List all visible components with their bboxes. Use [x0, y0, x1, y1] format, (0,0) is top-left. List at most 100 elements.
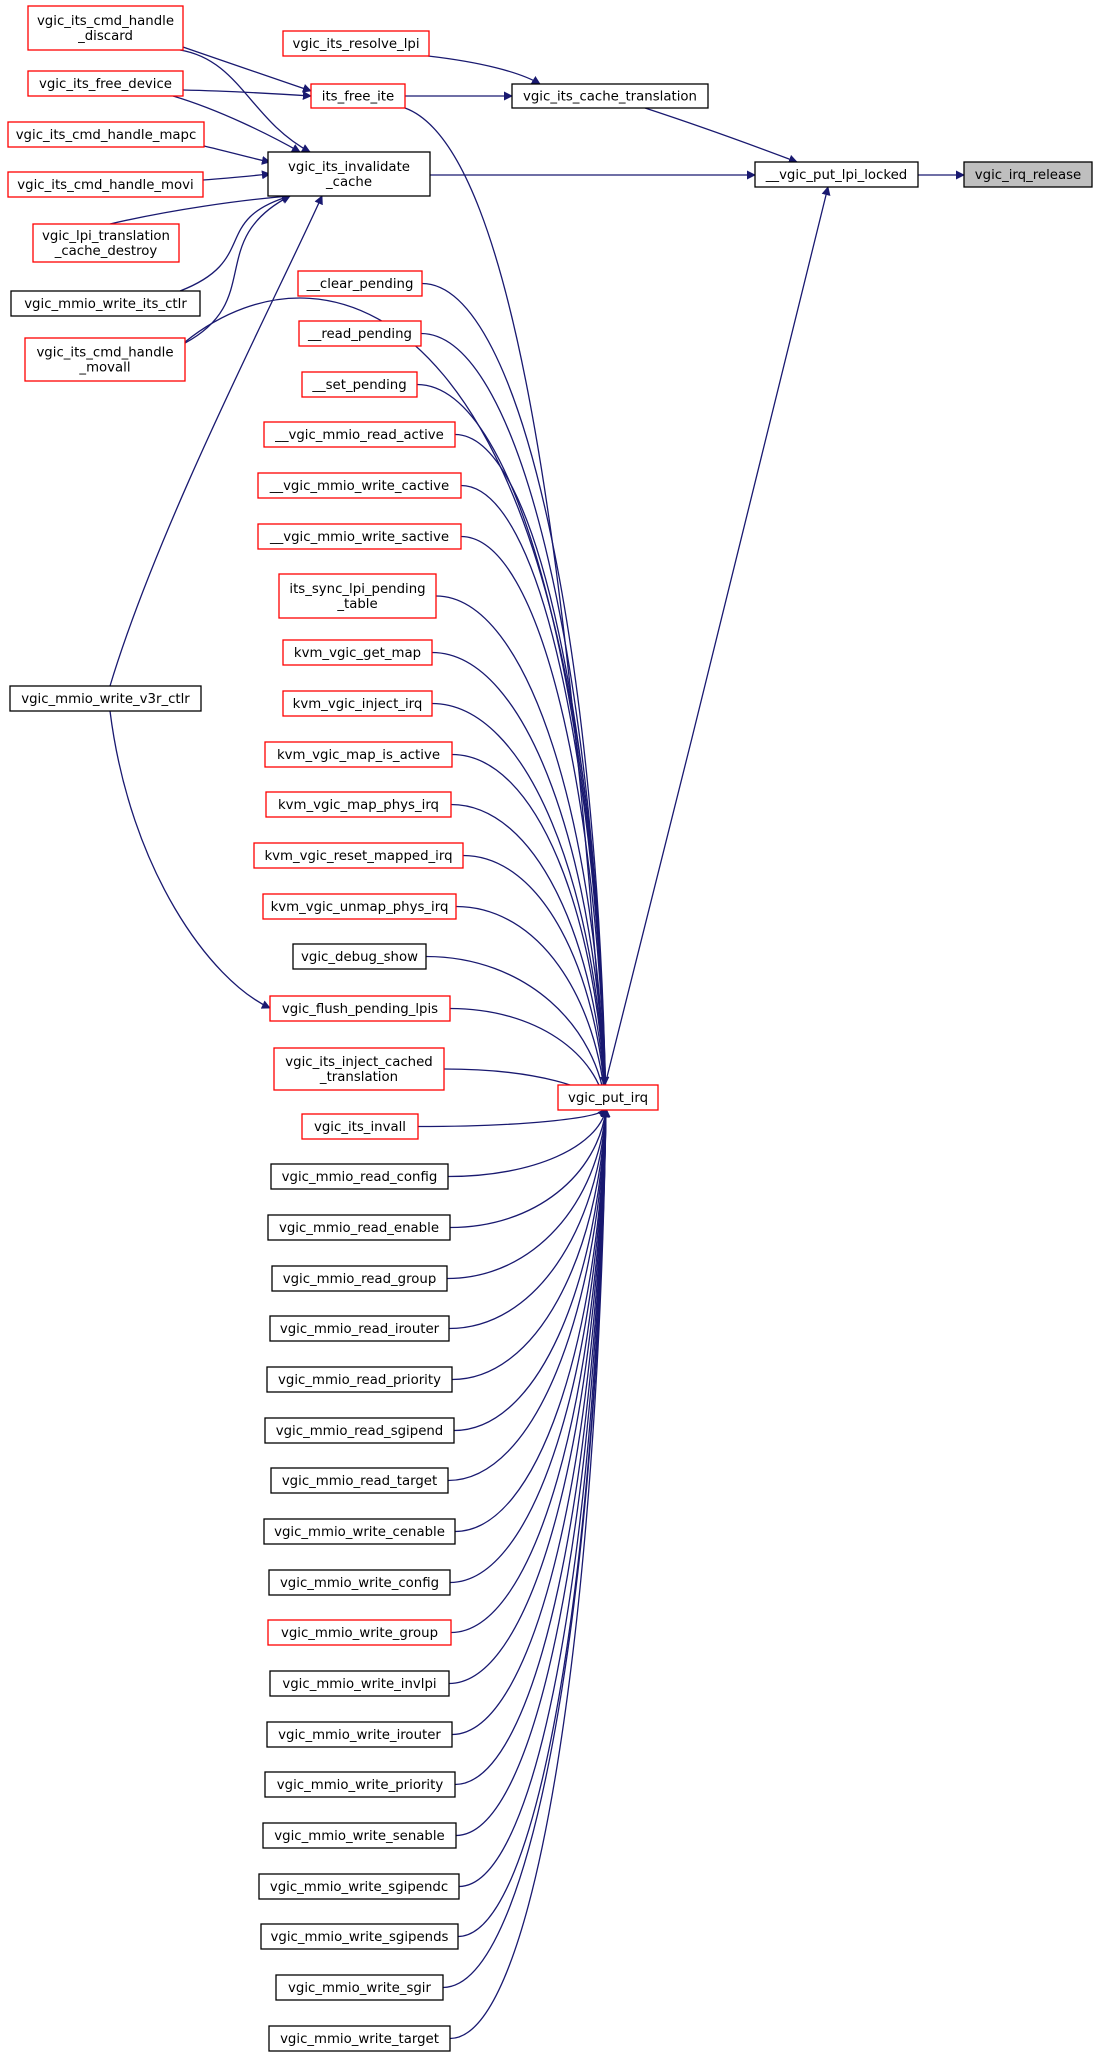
edge-vgic_debug_show-to-vgic_put_irq [425, 955, 610, 1110]
node-vgic_its_resolve_lpi[interactable]: vgic_its_resolve_lpi [282, 30, 430, 57]
node-vgic_irq_release[interactable]: vgic_irq_release [963, 161, 1093, 188]
node-vgic_mmio_write_sgipends[interactable]: vgic_mmio_write_sgipends [260, 1923, 459, 1950]
node-box [263, 421, 456, 448]
node-box [282, 30, 430, 57]
node-label: vgic_mmio_write_group [281, 1626, 438, 1641]
node-vgic_mmio_write_sgipendc[interactable]: vgic_mmio_write_sgipendc [258, 1873, 460, 1900]
node-its_sync_lpi_pending_table[interactable]: its_sync_lpi_pending_table [278, 573, 437, 619]
node-box [282, 690, 433, 717]
node-vgic_its_cmd_handle_movi[interactable]: vgic_its_cmd_handle_movi [7, 171, 204, 198]
node-kvm_vgic_map_phys_irq[interactable]: kvm_vgic_map_phys_irq [265, 791, 452, 818]
node-vgic_mmio_read_enable[interactable]: vgic_mmio_read_enable [267, 1214, 451, 1241]
node-box [269, 1670, 450, 1697]
node-vgic_flush_pending_lpis[interactable]: vgic_flush_pending_lpis [269, 995, 451, 1022]
node-label: kvm_vgic_unmap_phys_irq [271, 900, 449, 915]
node-vgic_mmio_write_sactive[interactable]: __vgic_mmio_write_sactive [257, 523, 462, 550]
node-vgic_debug_show[interactable]: vgic_debug_show [292, 943, 427, 970]
nodes: vgic_irq_release__vgic_put_lpi_lockedvgi… [7, 5, 1093, 2052]
edge-vgic_its_free_device-to-vgic_its_invalidate_cache [172, 95, 301, 153]
node-vgic_mmio_read_group[interactable]: vgic_mmio_read_group [271, 1265, 448, 1292]
node-box [271, 1265, 448, 1292]
node-label: __vgic_put_lpi_locked [765, 168, 907, 183]
node-vgic_mmio_write_config[interactable]: vgic_mmio_write_config [268, 1569, 451, 1596]
node-box [275, 1974, 444, 2001]
node-box [273, 1047, 445, 1091]
node-kvm_vgic_get_map[interactable]: kvm_vgic_get_map [282, 639, 433, 666]
node-kvm_vgic_unmap_phys_irq[interactable]: kvm_vgic_unmap_phys_irq [262, 893, 457, 920]
node-vgic_put_irq[interactable]: vgic_put_irq [557, 1084, 659, 1111]
node-box [267, 151, 431, 197]
node-vgic_mmio_read_priority[interactable]: vgic_mmio_read_priority [266, 1366, 453, 1393]
node-clear_pending[interactable]: __clear_pending [297, 270, 423, 297]
edge-kvm_vgic_get_map-to-vgic_put_irq [431, 651, 611, 1110]
edge-vgic_its_cmd_handle_discard-to-its_free_ite [179, 45, 312, 93]
node-vgic_mmio_read_active[interactable]: __vgic_mmio_read_active [263, 421, 456, 448]
node-label: vgic_its_cmd_handle [37, 14, 174, 29]
node-read_pending[interactable]: __read_pending [298, 320, 422, 347]
node-box [262, 1822, 457, 1849]
node-label: vgic_mmio_read_target [282, 1474, 437, 1489]
node-box [9, 685, 202, 712]
node-vgic_its_cmd_handle_discard[interactable]: vgic_its_cmd_handle_discard [27, 5, 184, 51]
node-vgic_its_cmd_handle_mapc[interactable]: vgic_its_cmd_handle_mapc [7, 121, 205, 148]
node-label: vgic_its_cmd_handle [36, 346, 173, 361]
node-label: vgic_its_invalidate [288, 160, 410, 175]
edge-vgic_its_cache_translation-to-vgic_put_lpi_locked [644, 107, 798, 164]
node-vgic_mmio_write_group[interactable]: vgic_mmio_write_group [267, 1619, 452, 1646]
node-set_pending[interactable]: __set_pending [301, 371, 418, 398]
node-box [264, 1771, 456, 1798]
node-vgic_mmio_write_cactive[interactable]: __vgic_mmio_write_cactive [257, 472, 462, 499]
edge-vgic_mmio_read_enable-to-vgic_put_irq [449, 1108, 610, 1229]
node-vgic_mmio_write_irouter[interactable]: vgic_mmio_write_irouter [266, 1721, 453, 1748]
edge-vgic_mmio_read_irouter-to-vgic_put_irq [448, 1108, 610, 1330]
node-vgic_mmio_read_sgipend[interactable]: vgic_mmio_read_sgipend [264, 1417, 455, 1444]
node-box [257, 472, 462, 499]
edge-vgic_its_cmd_handle_discard-to-vgic_its_invalidate_cache [179, 49, 311, 153]
node-vgic_put_lpi_locked[interactable]: __vgic_put_lpi_locked [754, 161, 919, 188]
node-kvm_vgic_inject_irq[interactable]: kvm_vgic_inject_irq [282, 690, 433, 717]
node-label: _cache [325, 175, 372, 190]
node-box [297, 270, 423, 297]
node-label: __vgic_mmio_read_active [274, 428, 444, 443]
node-vgic_mmio_write_its_ctlr[interactable]: vgic_mmio_write_its_ctlr [10, 290, 201, 317]
node-label: vgic_mmio_write_sgipends [271, 1930, 449, 1945]
node-vgic_mmio_write_invlpi[interactable]: vgic_mmio_write_invlpi [269, 1670, 450, 1697]
node-vgic_its_inject_cached_translation[interactable]: vgic_its_inject_cached_translation [273, 1047, 445, 1091]
node-label: vgic_debug_show [301, 950, 418, 965]
node-vgic_its_invalidate_cache[interactable]: vgic_its_invalidate_cache [267, 151, 431, 197]
node-vgic_its_free_device[interactable]: vgic_its_free_device [27, 70, 184, 97]
node-its_free_ite[interactable]: its_free_ite [310, 83, 406, 109]
node-kvm_vgic_reset_mapped_irq[interactable]: kvm_vgic_reset_mapped_irq [253, 842, 464, 869]
node-vgic_its_cache_translation[interactable]: vgic_its_cache_translation [511, 83, 709, 109]
node-box [27, 70, 184, 97]
edge-its_sync_lpi_pending_table-to-vgic_put_irq [435, 595, 611, 1110]
node-vgic_mmio_write_senable[interactable]: vgic_mmio_write_senable [262, 1822, 457, 1849]
node-kvm_vgic_map_is_active[interactable]: kvm_vgic_map_is_active [264, 741, 453, 768]
node-label: vgic_mmio_read_enable [279, 1221, 439, 1236]
node-label: __vgic_mmio_write_sactive [269, 530, 449, 545]
node-label: vgic_mmio_read_group [283, 1272, 437, 1287]
node-label: kvm_vgic_inject_irq [293, 697, 423, 712]
edge-vgic_its_invall-to-vgic_put_irq [417, 1108, 607, 1128]
node-box [557, 1084, 659, 1111]
node-vgic_mmio_write_priority[interactable]: vgic_mmio_write_priority [264, 1771, 456, 1798]
edge-vgic_mmio_write_invlpi-to-vgic_put_irq [448, 1108, 611, 1685]
node-box [24, 337, 186, 382]
node-vgic_mmio_read_config[interactable]: vgic_mmio_read_config [270, 1163, 449, 1190]
node-box [267, 1619, 452, 1646]
node-vgic_its_cmd_handle_movall[interactable]: vgic_its_cmd_handle_movall [24, 337, 186, 382]
edge-vgic_mmio_write_sactive-to-vgic_put_irq [460, 535, 611, 1110]
node-vgic_mmio_write_target[interactable]: vgic_mmio_write_target [268, 2025, 451, 2052]
node-label: kvm_vgic_map_phys_irq [278, 798, 439, 813]
node-vgic_its_invall[interactable]: vgic_its_invall [301, 1113, 419, 1140]
edge-vgic_its_resolve_lpi-to-vgic_its_cache_translation [427, 55, 541, 85]
node-vgic_mmio_write_v3r_ctlr[interactable]: vgic_mmio_write_v3r_ctlr [9, 685, 202, 712]
node-label: vgic_put_irq [568, 1091, 648, 1106]
node-vgic_mmio_read_irouter[interactable]: vgic_mmio_read_irouter [269, 1315, 450, 1342]
node-vgic_mmio_read_target[interactable]: vgic_mmio_read_target [270, 1467, 449, 1494]
node-vgic_lpi_translation_cache_destroy[interactable]: vgic_lpi_translation_cache_destroy [32, 223, 180, 263]
node-box [963, 161, 1093, 188]
node-vgic_mmio_write_cenable[interactable]: vgic_mmio_write_cenable [263, 1518, 456, 1545]
node-vgic_mmio_write_sgir[interactable]: vgic_mmio_write_sgir [275, 1974, 444, 2001]
node-box [282, 639, 433, 666]
